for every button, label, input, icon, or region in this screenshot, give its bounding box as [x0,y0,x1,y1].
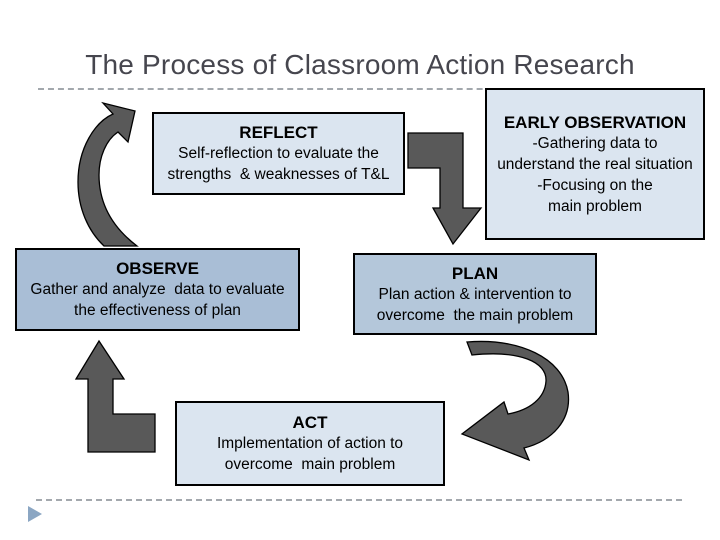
footer-bullet-triangle-icon [28,506,42,522]
early-observation-box-line: understand the real situation [497,155,693,173]
early-observation-box-line: -Gathering data to [532,134,658,152]
plan-box: PLAN Plan action & intervention to overc… [353,253,597,335]
plan-box-heading: PLAN [451,263,499,283]
act-box: ACT Implementation of action to overcome… [175,401,445,486]
early-observation-box-line: main problem [548,197,642,215]
reflect-box: REFLECT Self-reflection to evaluate the … [152,112,405,195]
early-observation-box-heading: EARLY OBSERVATION [503,112,687,132]
observe-box-heading: OBSERVE [116,259,199,278]
reflect-box-heading: REFLECT [239,123,318,142]
curved-arrow-observe-to-reflect-icon [77,101,139,247]
bent-down-arrow-reflect-to-plan-icon [407,132,483,246]
observe-box-line: Gather and analyze data to evaluate [30,281,285,298]
early-observation-box-line: -Focusing on the [537,176,653,194]
plan-box-line: Plan action & intervention to [378,285,572,303]
plan-box-line: overcome the main problem [376,306,574,324]
reflect-box-line: strengths & weaknesses of T&L [167,166,390,183]
bent-up-arrow-act-to-observe-icon [74,339,156,453]
curved-arrow-plan-to-act-icon [460,340,570,462]
early-observation-box: EARLY OBSERVATION -Gathering data to und… [485,88,705,240]
act-box-line: overcome main problem [224,456,396,473]
observe-box-line: the effectiveness of plan [74,302,241,319]
act-box-line: Implementation of action to [216,435,404,452]
bottom-dashed-divider [36,499,682,501]
top-dashed-divider [38,88,682,90]
observe-box: OBSERVE Gather and analyze data to evalu… [15,248,300,331]
reflect-box-line: Self-reflection to evaluate the [178,145,379,162]
act-box-heading: ACT [292,413,328,432]
slide-title: The Process of Classroom Action Research [85,49,635,80]
